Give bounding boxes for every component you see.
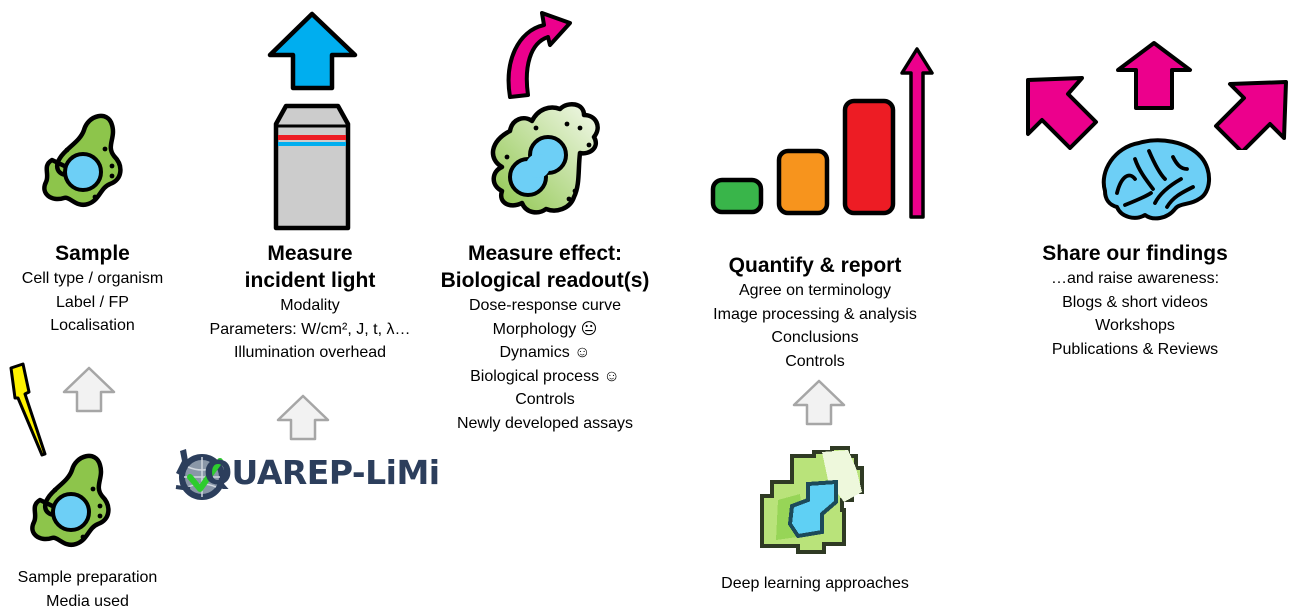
pipette-icon bbox=[5, 360, 50, 460]
pixelated-cell-icon bbox=[752, 440, 877, 565]
step-title: Sample bbox=[55, 242, 130, 265]
deep-learning-text: Deep learning approaches bbox=[695, 572, 935, 596]
step-detail: Sample preparation bbox=[17, 569, 158, 586]
blue-up-arrow-icon bbox=[265, 10, 360, 92]
logo-text: QUAREP-LiMi bbox=[204, 453, 440, 492]
step-detail: Publications & Reviews bbox=[1051, 340, 1219, 358]
step-title: Biological readout(s) bbox=[440, 269, 650, 292]
step-detail: Biological process ☺ bbox=[470, 367, 620, 385]
step-detail: Modality bbox=[280, 297, 340, 314]
step-detail: Blogs & short videos bbox=[1062, 293, 1208, 311]
objective-lens-icon bbox=[272, 102, 352, 232]
step-title: incident light bbox=[244, 269, 376, 292]
step-detail: Parameters: W/cm², J, t, λ… bbox=[209, 320, 411, 338]
brain-icon bbox=[1095, 135, 1215, 225]
three-magenta-arrows-icon bbox=[1020, 40, 1294, 150]
bar-orange bbox=[776, 148, 830, 216]
bar-red bbox=[842, 98, 896, 216]
step-detail: Controls bbox=[785, 352, 845, 370]
step-quantify-report: Quantify & report Agree on terminology I… bbox=[695, 252, 935, 373]
step-detail: Morphology 😐 bbox=[492, 320, 598, 338]
grey-up-arrow-icon bbox=[60, 365, 118, 415]
step-title: Measure effect: bbox=[467, 242, 623, 265]
step-detail: Media used bbox=[46, 592, 129, 610]
step-title: Share our findings bbox=[1042, 242, 1228, 265]
grey-up-arrow-icon bbox=[274, 393, 332, 443]
sample-prep-text: Sample preparation Media used bbox=[0, 566, 175, 613]
curved-magenta-arrow-icon bbox=[500, 5, 575, 100]
step-detail: Localisation bbox=[50, 317, 135, 334]
step-measure-incident-light: Measure incident light Modality Paramete… bbox=[190, 240, 430, 365]
step-detail: Agree on terminology bbox=[738, 282, 892, 299]
step-title: Measure bbox=[267, 242, 353, 265]
step-measure-effect: Measure effect: Biological readout(s) Do… bbox=[425, 240, 665, 435]
grey-up-arrow-icon bbox=[790, 378, 848, 428]
step-share-findings: Share our findings …and raise awareness:… bbox=[1020, 240, 1250, 361]
step-detail: Controls bbox=[515, 391, 575, 408]
step-detail: Cell type / organism bbox=[21, 270, 164, 287]
sample-prep-cell-icon bbox=[18, 440, 133, 555]
step-detail: …and raise awareness: bbox=[1050, 270, 1220, 287]
step-detail: Conclusions bbox=[771, 329, 859, 346]
magenta-up-arrow bbox=[900, 47, 934, 219]
step-detail: Workshops bbox=[1095, 317, 1175, 334]
step-detail: Image processing & analysis bbox=[713, 305, 917, 323]
bar-chart-icon bbox=[705, 45, 935, 225]
step-detail: Illumination overhead bbox=[233, 344, 387, 361]
step-detail: Deep learning approaches bbox=[721, 575, 909, 592]
globe-microscope-icon bbox=[175, 449, 225, 500]
step-sample: Sample Cell type / organism Label / FP L… bbox=[0, 240, 185, 338]
quarep-limi-logo[interactable]: QUAREP-LiMi bbox=[170, 443, 440, 503]
dividing-cell-icon bbox=[480, 95, 610, 225]
step-detail: Dynamics ☺ bbox=[499, 344, 591, 361]
step-detail: Dose-response curve bbox=[468, 297, 622, 314]
sample-cell-icon bbox=[30, 100, 145, 215]
step-detail: Label / FP bbox=[56, 293, 129, 311]
step-detail: Newly developed assays bbox=[456, 414, 634, 432]
bar-green bbox=[710, 177, 764, 215]
step-title: Quantify & report bbox=[728, 254, 902, 277]
